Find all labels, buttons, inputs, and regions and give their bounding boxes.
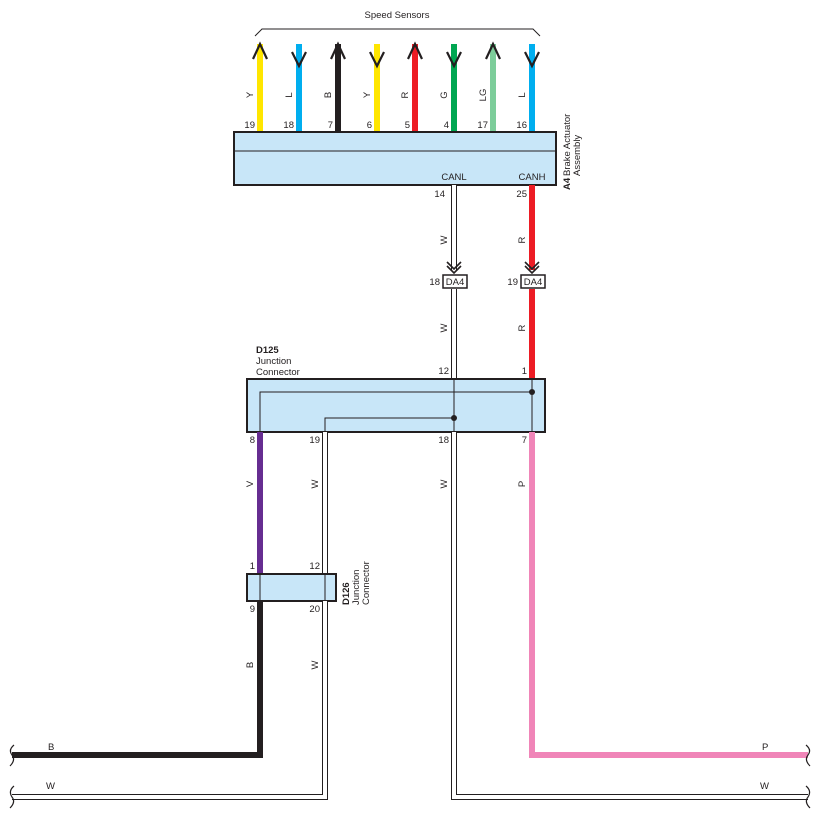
white-wire-pin18-color-code: W xyxy=(439,479,450,488)
pink-wire xyxy=(529,432,808,758)
canl-chevron-icon xyxy=(446,261,462,275)
d126-pin-9: 9 xyxy=(250,604,255,615)
sensor-wire-pin: 17 xyxy=(477,120,488,131)
d125-name-line2: Connector xyxy=(256,367,300,378)
canh-da4-label: DA4 xyxy=(524,277,542,288)
d126-name-line2: Connector xyxy=(361,561,372,605)
sensor-wire-pin: 16 xyxy=(516,120,527,131)
d125-internal-wiring xyxy=(259,379,533,432)
d125-pin-19: 19 xyxy=(309,435,320,446)
d125-pin-12: 12 xyxy=(438,366,449,377)
d126-id: D126 xyxy=(341,582,352,605)
d125-splice-dot-1 xyxy=(529,389,535,395)
sensor-wire-color-code: Y xyxy=(245,91,256,98)
sensor-wires: Y19FL+L18FL−B7FR+Y6FR−R5RL+G4RL−LG17RR+L… xyxy=(244,41,542,149)
canh-wire-color-code-below: R xyxy=(517,324,528,331)
d126-name-line1: Junction xyxy=(351,570,362,605)
a4-connector-box xyxy=(233,131,557,186)
black-wire xyxy=(12,601,263,758)
sensor-wire-color-code: R xyxy=(400,91,411,98)
a4-canh-label: CANH xyxy=(519,172,546,183)
canl-da4-label: DA4 xyxy=(446,277,464,288)
arrow-up-icon xyxy=(330,41,346,60)
sensor-wire-color-code: Y xyxy=(362,91,373,98)
d125-label-group: D125 Junction Connector xyxy=(256,345,300,378)
a4-name-line2: Assembly xyxy=(572,135,583,176)
white-wire-pin20 xyxy=(12,601,328,800)
sensor-wire-color-code: L xyxy=(284,92,295,97)
canl-da4-box xyxy=(442,274,468,289)
d125-connector-box xyxy=(246,378,546,433)
a4-label-group: A4 Brake Actuator Assembly xyxy=(562,114,583,190)
canh-da4-box xyxy=(520,274,546,289)
sensor-wire-color-code: L xyxy=(517,92,528,97)
break-mark-left-icon xyxy=(9,744,15,809)
arrow-up-icon xyxy=(485,41,501,60)
d125-name-line1: Junction xyxy=(256,356,291,367)
sensor-wire-pin: 5 xyxy=(405,120,410,131)
sensor-wire-pin: 19 xyxy=(244,120,255,131)
arrow-down-icon xyxy=(291,51,307,69)
speed-sensors-label: Speed Sensors xyxy=(365,10,430,21)
sensor-wire-pin: 7 xyxy=(328,120,333,131)
a4-name-line1: Brake Actuator xyxy=(562,114,573,176)
canl-wire-color-code-below: W xyxy=(439,323,450,332)
a4-id: A4 xyxy=(562,177,573,190)
bus-p-label: P xyxy=(762,742,768,753)
bus-w-left-label: W xyxy=(46,781,55,792)
d125-id: D125 xyxy=(256,345,279,356)
arrow-down-icon xyxy=(369,51,385,69)
d126-pin-12: 12 xyxy=(309,561,320,572)
sensor-wire-pin: 18 xyxy=(283,120,294,131)
canh-inline-pin: 19 xyxy=(507,277,518,288)
d126-pin-20: 20 xyxy=(309,604,320,615)
sensor-wire-pin: 4 xyxy=(444,120,449,131)
canl-inline-pin: 18 xyxy=(429,277,440,288)
white-wire-pin19-color-code: W xyxy=(310,479,321,488)
d125-pin-8: 8 xyxy=(250,435,255,446)
arrow-down-icon xyxy=(524,51,540,69)
pink-wire-color-code: P xyxy=(517,481,528,487)
canh-pin-25: 25 xyxy=(516,189,527,200)
d125-splice-dot-2 xyxy=(451,415,457,421)
arrow-down-icon xyxy=(446,51,462,69)
d125-pin-1: 1 xyxy=(522,366,527,377)
d126-connector-box xyxy=(246,573,337,602)
canl-wire-color-code: W xyxy=(439,235,450,244)
white-wire-pin20-color-code: W xyxy=(310,660,321,669)
white-wire-pin18 xyxy=(451,432,808,800)
canh-wire-color-code: R xyxy=(517,236,528,243)
speed-sensors-bracket xyxy=(254,28,541,37)
a4-canl-label: CANL xyxy=(441,172,466,183)
d125-pin-18: 18 xyxy=(438,435,449,446)
violet-wire-color-code: V xyxy=(245,480,256,487)
break-mark-right-icon xyxy=(805,744,811,809)
bus-w-right-label: W xyxy=(760,781,769,792)
sensor-wire-color-code: LG xyxy=(478,89,489,102)
arrow-up-icon xyxy=(407,41,423,60)
d126-pin-1: 1 xyxy=(250,561,255,572)
sensor-wire-pin: 6 xyxy=(367,120,372,131)
sensor-wire-color-code: B xyxy=(323,92,334,98)
d126-label-group: D126 Junction Connector xyxy=(341,561,372,605)
canl-pin-14: 14 xyxy=(434,189,445,200)
bus-b-label: B xyxy=(48,742,54,753)
arrow-up-icon xyxy=(252,41,268,60)
canh-chevron-icon xyxy=(524,261,540,275)
d125-pin-7: 7 xyxy=(522,435,527,446)
sensor-wire-color-code: G xyxy=(439,91,450,98)
black-wire-color-code: B xyxy=(245,662,256,668)
